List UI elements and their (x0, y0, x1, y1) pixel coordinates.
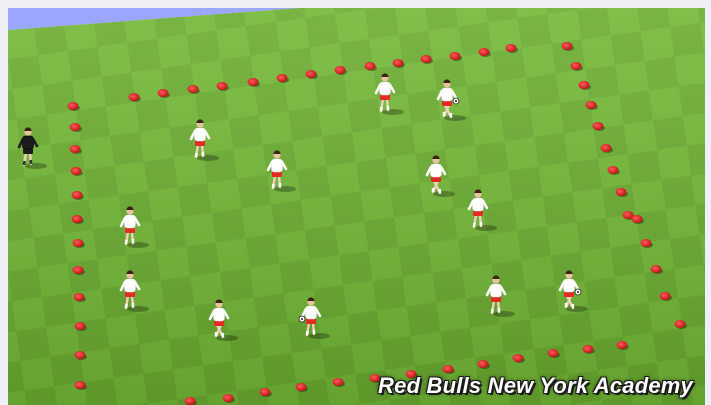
academy-watermark: Red Bulls New York Academy (378, 373, 693, 399)
